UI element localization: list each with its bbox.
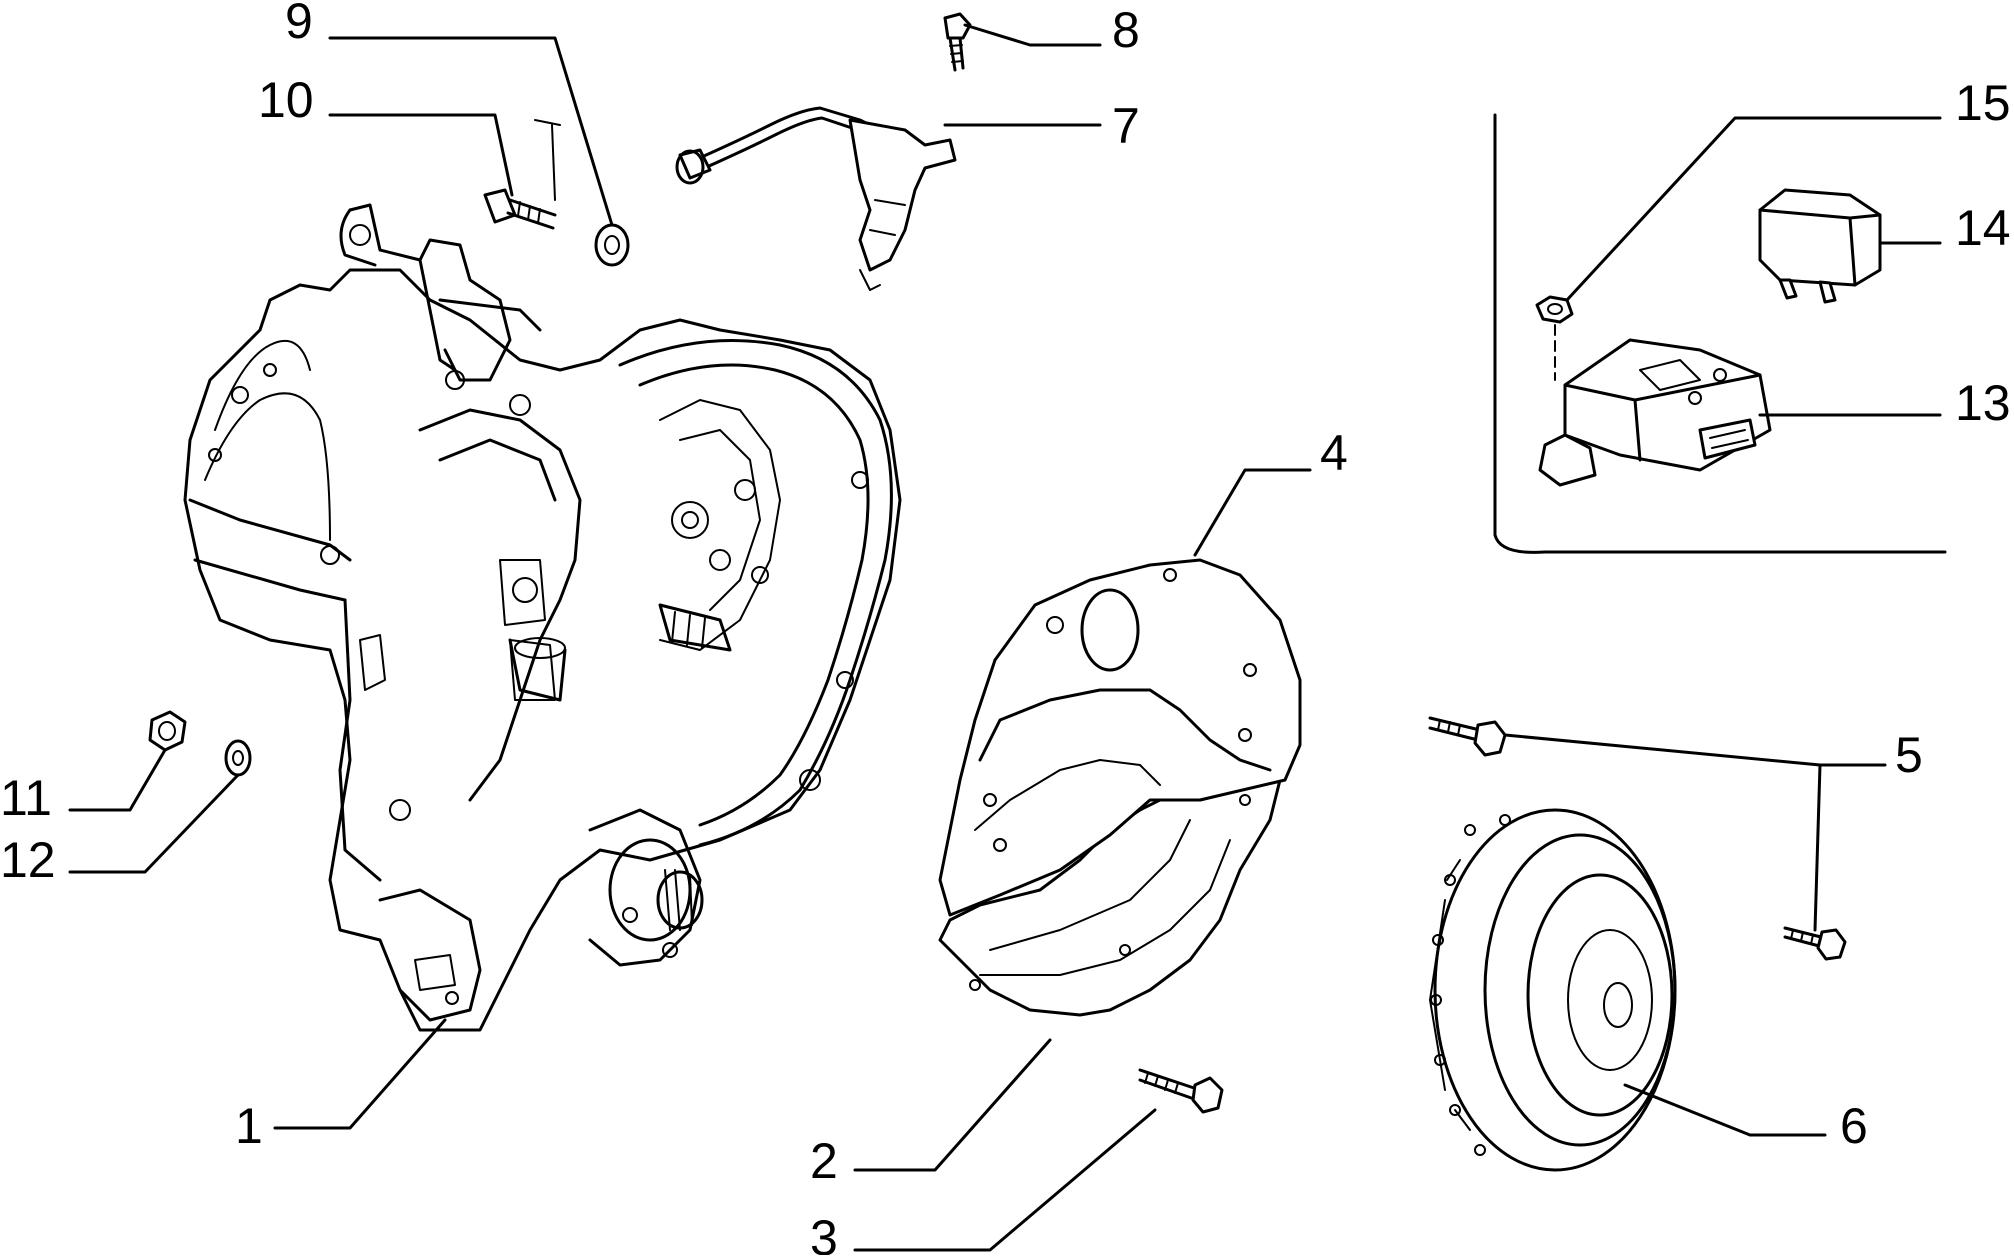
- callout-12: 12: [0, 832, 56, 888]
- bolt-5-lower: [1783, 926, 1847, 961]
- leader-lines: [68, 23, 1942, 1252]
- callout-7: 7: [1112, 98, 1140, 154]
- callout-13: 13: [1955, 375, 2011, 431]
- callout-6: 6: [1840, 1098, 1868, 1154]
- callout-4: 4: [1320, 425, 1348, 481]
- callout-15: 15: [1955, 75, 2011, 131]
- callout-10: 10: [258, 72, 314, 128]
- bolt-10: [483, 188, 557, 230]
- callout-5: 5: [1895, 727, 1923, 783]
- nut-11: [148, 710, 187, 752]
- washer-9: [594, 223, 630, 267]
- screw-8: [943, 12, 972, 72]
- sensor-cable-7: [675, 106, 957, 291]
- nut-15: [1535, 295, 1574, 381]
- callout-3: 3: [810, 1210, 838, 1255]
- callout-9: 9: [285, 0, 313, 49]
- control-unit-13: [1538, 338, 1772, 487]
- flywheel-6: [1429, 808, 1677, 1172]
- callout-2: 2: [810, 1133, 838, 1189]
- bolt-3: [1138, 1068, 1224, 1114]
- relay-14: [1758, 188, 1882, 304]
- washer-12: [224, 739, 252, 777]
- shield-plate-4: [938, 558, 1302, 917]
- bolt-5-upper: [1428, 716, 1507, 757]
- inset-frame: [1493, 113, 1947, 554]
- callout-14: 14: [1955, 200, 2011, 256]
- gearbox-housing: [183, 203, 902, 1032]
- callout-8: 8: [1112, 2, 1140, 58]
- callout-1: 1: [235, 1098, 263, 1154]
- callout-11: 11: [0, 770, 52, 826]
